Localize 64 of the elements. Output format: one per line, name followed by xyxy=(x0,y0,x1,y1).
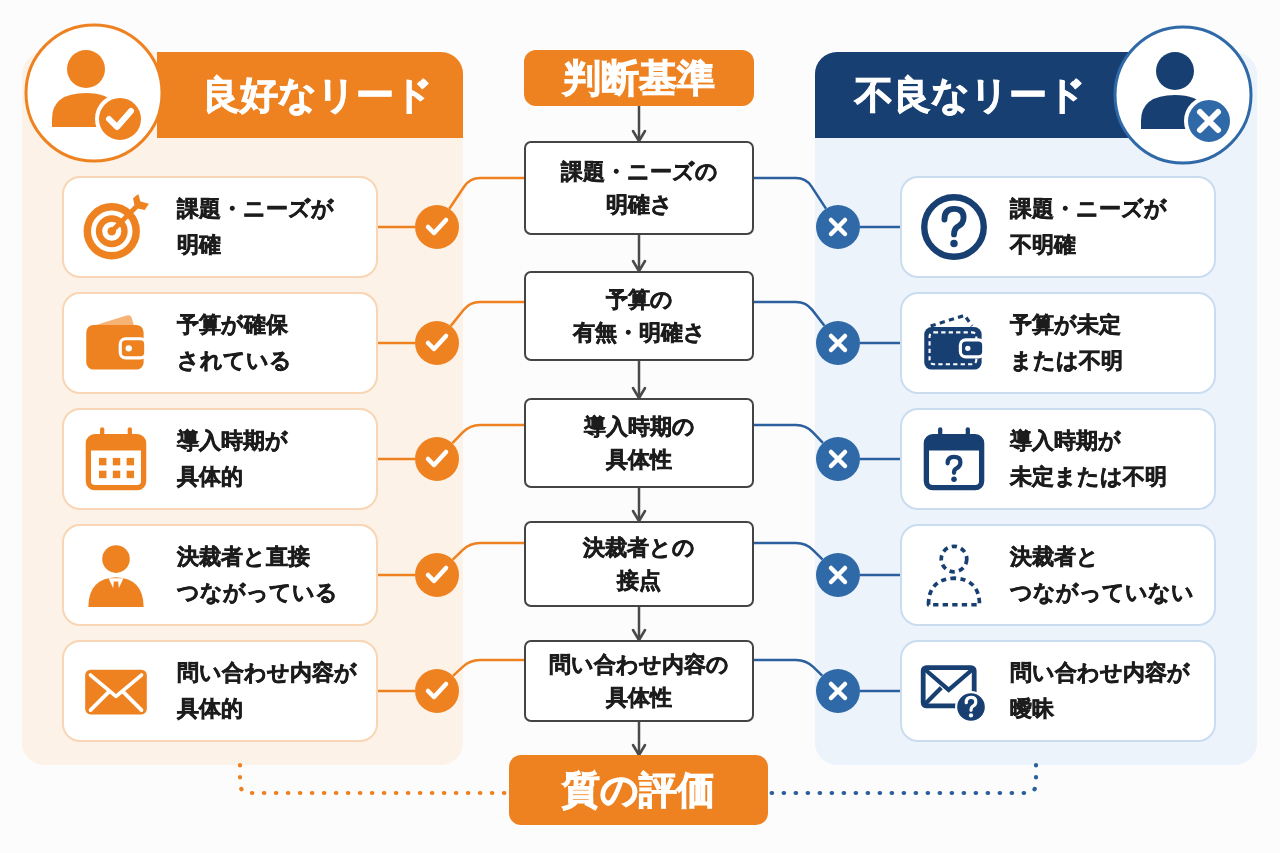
connector-line xyxy=(860,689,900,693)
card-text: 予算が未定または不明 xyxy=(1010,311,1123,375)
card-text: 決裁者と直接つながっている xyxy=(177,543,338,607)
connector-line xyxy=(378,457,415,461)
check-circle-icon xyxy=(415,437,459,481)
criterion-card xyxy=(900,176,1216,278)
heading-box: 質の評価 xyxy=(509,755,768,825)
card-text: 問い合わせ内容が曖昧 xyxy=(1010,659,1190,723)
card-text: 導入時期が未定または不明 xyxy=(1010,427,1167,491)
check-circle-icon xyxy=(415,553,459,597)
connector-line xyxy=(378,341,415,345)
connector-line xyxy=(860,573,900,577)
cross-circle-icon xyxy=(816,321,860,365)
cross-circle-icon xyxy=(816,553,860,597)
connector-line xyxy=(860,225,900,229)
card-text: 問い合わせ内容が具体的 xyxy=(177,659,357,723)
connector-line xyxy=(451,541,524,561)
connector-line xyxy=(754,423,824,444)
arrow xyxy=(631,106,647,143)
connector-line xyxy=(754,541,824,561)
card-text: 導入時期が具体的 xyxy=(177,427,288,491)
cross-circle-icon xyxy=(816,669,860,713)
check-circle-icon xyxy=(415,321,459,365)
check-circle-icon xyxy=(415,205,459,249)
criterion-card xyxy=(900,292,1216,394)
connector-line xyxy=(378,689,415,693)
criterion-card xyxy=(62,408,378,510)
process-box: 問い合わせ内容の具体性 xyxy=(524,640,754,722)
connector-line xyxy=(754,300,826,327)
criterion-card xyxy=(62,524,378,626)
connector-line xyxy=(754,176,827,210)
heading-box: 判断基準 xyxy=(524,50,754,106)
criterion-card xyxy=(62,292,378,394)
panel-heading: 良好なリード xyxy=(157,52,463,138)
arrow xyxy=(631,607,647,642)
arrow xyxy=(631,235,647,273)
connector-line xyxy=(449,300,524,327)
connector-line xyxy=(452,658,524,677)
connector-line xyxy=(378,573,415,577)
cross-circle-icon xyxy=(816,437,860,481)
arrow xyxy=(631,722,647,757)
process-box: 決裁者との接点 xyxy=(524,521,754,607)
criterion-card xyxy=(900,640,1216,742)
process-box: 導入時期の具体性 xyxy=(524,398,754,488)
card-text: 予算が確保されている xyxy=(177,311,292,375)
criterion-card xyxy=(900,408,1216,510)
connector-line xyxy=(451,423,524,445)
connector-line xyxy=(378,225,415,229)
arrow xyxy=(631,361,647,400)
criterion-card xyxy=(62,176,378,278)
card-text: 課題・ニーズが不明確 xyxy=(1010,195,1167,259)
connector-line xyxy=(860,341,900,345)
criterion-card xyxy=(62,640,378,742)
cross-circle-icon xyxy=(816,205,860,249)
check-circle-icon xyxy=(415,669,459,713)
arrow xyxy=(631,488,647,523)
process-box: 課題・ニーズの明確さ xyxy=(524,141,754,235)
card-text: 決裁者とつながっていない xyxy=(1010,543,1194,607)
criterion-card xyxy=(900,524,1216,626)
card-text: 課題・ニーズが明確 xyxy=(177,195,334,259)
process-box: 予算の有無・明確さ xyxy=(524,271,754,361)
connector-line xyxy=(860,457,900,461)
connector-line xyxy=(448,176,524,210)
connector-line xyxy=(754,658,824,677)
